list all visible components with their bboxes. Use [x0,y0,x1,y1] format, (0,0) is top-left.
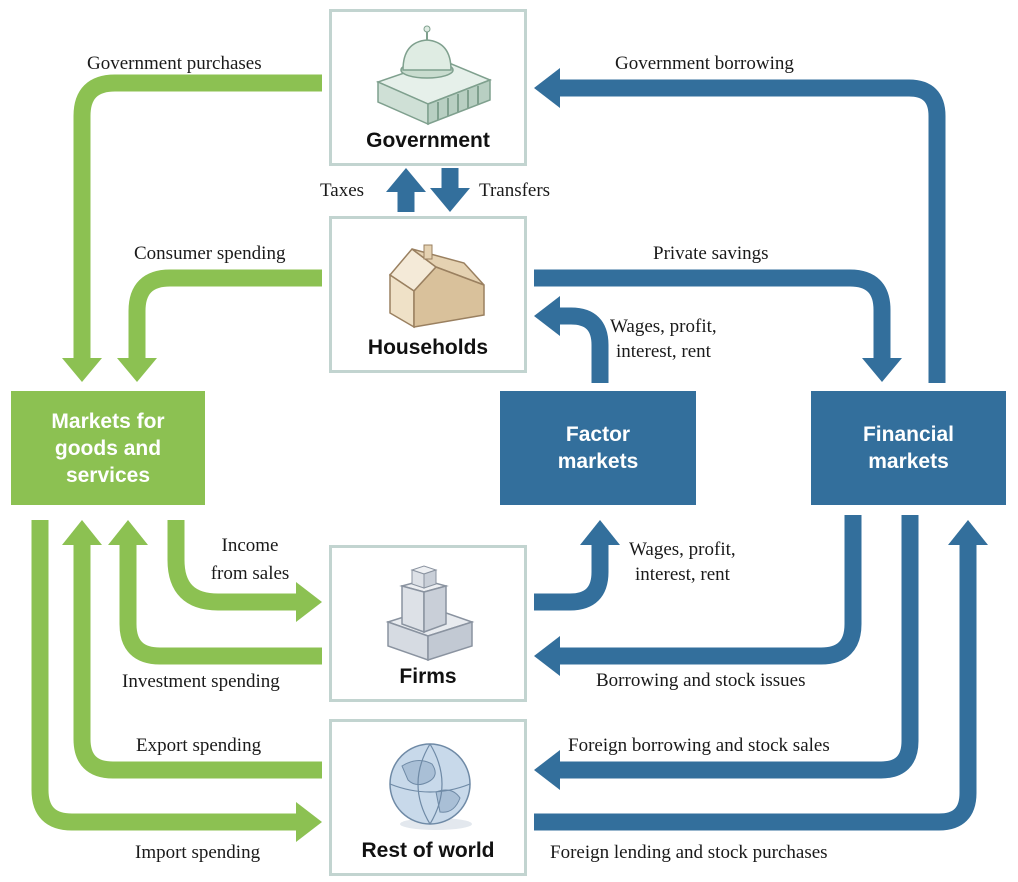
government-label: Government [366,129,490,152]
globe-icon [389,743,472,830]
export-spending-arrow [73,545,322,779]
transfers-arrowhead [430,188,470,212]
government-purchases-arrow [73,74,322,358]
income-from-sales-arrow [167,520,296,611]
income-from-sales-label-1: Income [221,535,279,556]
private-savings-arrow [534,269,891,358]
wages-to-households-label-1: Wages, profit, [610,316,717,337]
wages-from-firms-label-1: Wages, profit, [629,539,736,560]
export-spending-label: Export spending [136,735,262,756]
factor-market-label: Factor markets [557,423,639,473]
firms-label: Firms [399,665,457,688]
import-spending-arrow [31,520,296,831]
factor-income-to-households-arrow [560,307,609,383]
import-spending-label: Import spending [135,842,261,863]
goods-services-market-label: Markets for goods and services [51,409,165,487]
factor-market[interactable]: Factor markets [500,391,696,505]
income-from-sales-label-2: from sales [210,563,290,584]
investment-spending-arrow [119,545,322,665]
firms-node[interactable]: Firms [329,545,527,702]
taxes-label: Taxes [320,180,365,201]
foreign-lending-label: Foreign lending and stock purchases [550,842,828,863]
government-borrowing-label: Government borrowing [615,53,794,74]
wages-from-firms-label-2: interest, rent [635,564,730,585]
government-purchases-label: Government purchases [87,53,262,74]
investment-spending-label: Investment spending [122,671,280,692]
factor-payments-from-firms-arrow [534,545,609,611]
financial-market[interactable]: Financial markets [811,391,1006,505]
consumer-spending-label: Consumer spending [134,243,286,264]
borrowing-stock-issues-arrow [560,515,862,665]
households-node[interactable]: Households [329,216,527,373]
office-building-icon [385,565,475,662]
private-savings-label: Private savings [653,243,769,264]
goods-services-market[interactable]: Markets for goods and services [11,391,205,505]
government-node[interactable]: Government [329,9,527,166]
rest-of-world-label: Rest of world [361,839,495,862]
foreign-borrowing-arrow [560,515,919,779]
rest-of-world-node[interactable]: Rest of world [329,719,527,876]
house-icon [388,244,485,329]
households-label: Households [367,336,489,359]
financial-market-label: Financial markets [862,423,955,473]
transfers-label: Transfers [479,180,551,201]
foreign-lending-arrow [534,545,977,831]
taxes-arrowhead [386,168,426,192]
capitol-icon [375,25,493,126]
consumer-spending-arrow [128,269,322,358]
borrowing-stock-issues-label: Borrowing and stock issues [596,670,806,691]
government-borrowing-arrow [560,79,946,383]
wages-to-households-label-2: interest, rent [616,341,711,362]
foreign-borrowing-label: Foreign borrowing and stock sales [568,735,830,756]
